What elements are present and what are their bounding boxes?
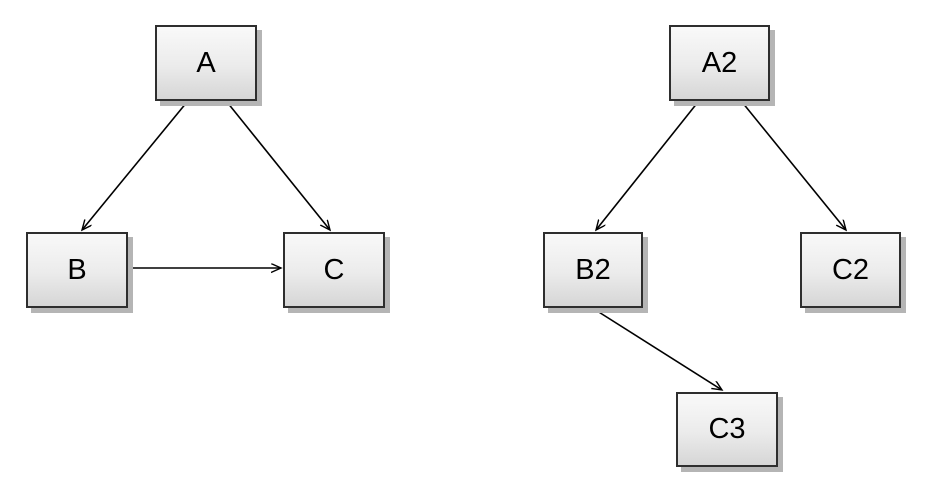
node-A[interactable]: A [155,25,257,101]
node-B[interactable]: B [26,232,128,308]
edge-A2-B2 [596,101,699,230]
edge-A2-C2 [741,101,846,230]
node-C2[interactable]: C2 [800,232,901,308]
node-B2[interactable]: B2 [543,232,643,308]
node-C3[interactable]: C3 [676,392,778,467]
node-A2[interactable]: A2 [669,25,770,101]
edge-A-B [82,101,188,230]
node-C[interactable]: C [283,232,385,308]
edge-B2-C3 [593,308,722,390]
edge-A-C [226,101,330,230]
